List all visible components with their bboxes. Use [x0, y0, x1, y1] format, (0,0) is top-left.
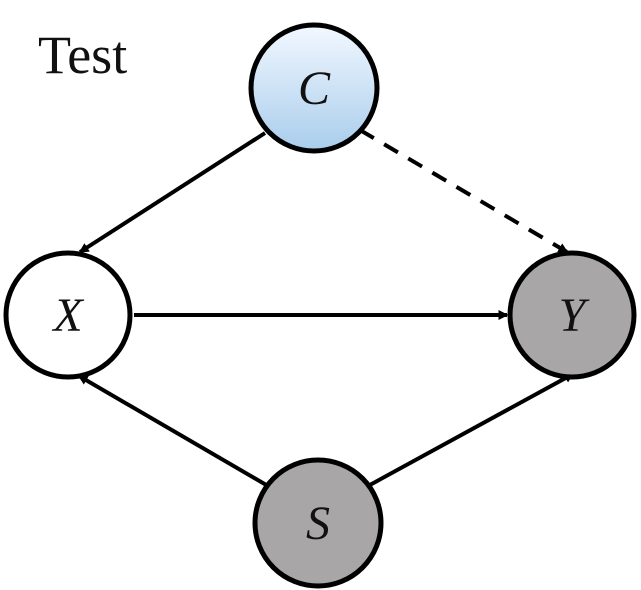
node-s-label: S	[306, 497, 330, 550]
node-x: X	[3, 250, 133, 380]
edge-s-to-y	[367, 372, 575, 488]
node-s-circle	[252, 457, 384, 589]
edge-c-to-y	[358, 128, 569, 254]
edges-group	[77, 128, 575, 488]
node-y: Y	[507, 250, 637, 380]
node-x-label: X	[51, 289, 84, 342]
edge-s-to-x	[77, 374, 270, 488]
diagram-title: Test	[38, 25, 128, 85]
node-y-label: Y	[559, 289, 590, 342]
node-c-circle	[248, 22, 380, 154]
node-c: C	[248, 22, 380, 154]
node-s: S	[252, 457, 384, 589]
node-c-label: C	[298, 62, 331, 115]
node-y-circle	[507, 250, 637, 380]
node-x-circle	[3, 250, 133, 380]
edge-c-to-x	[78, 131, 267, 254]
